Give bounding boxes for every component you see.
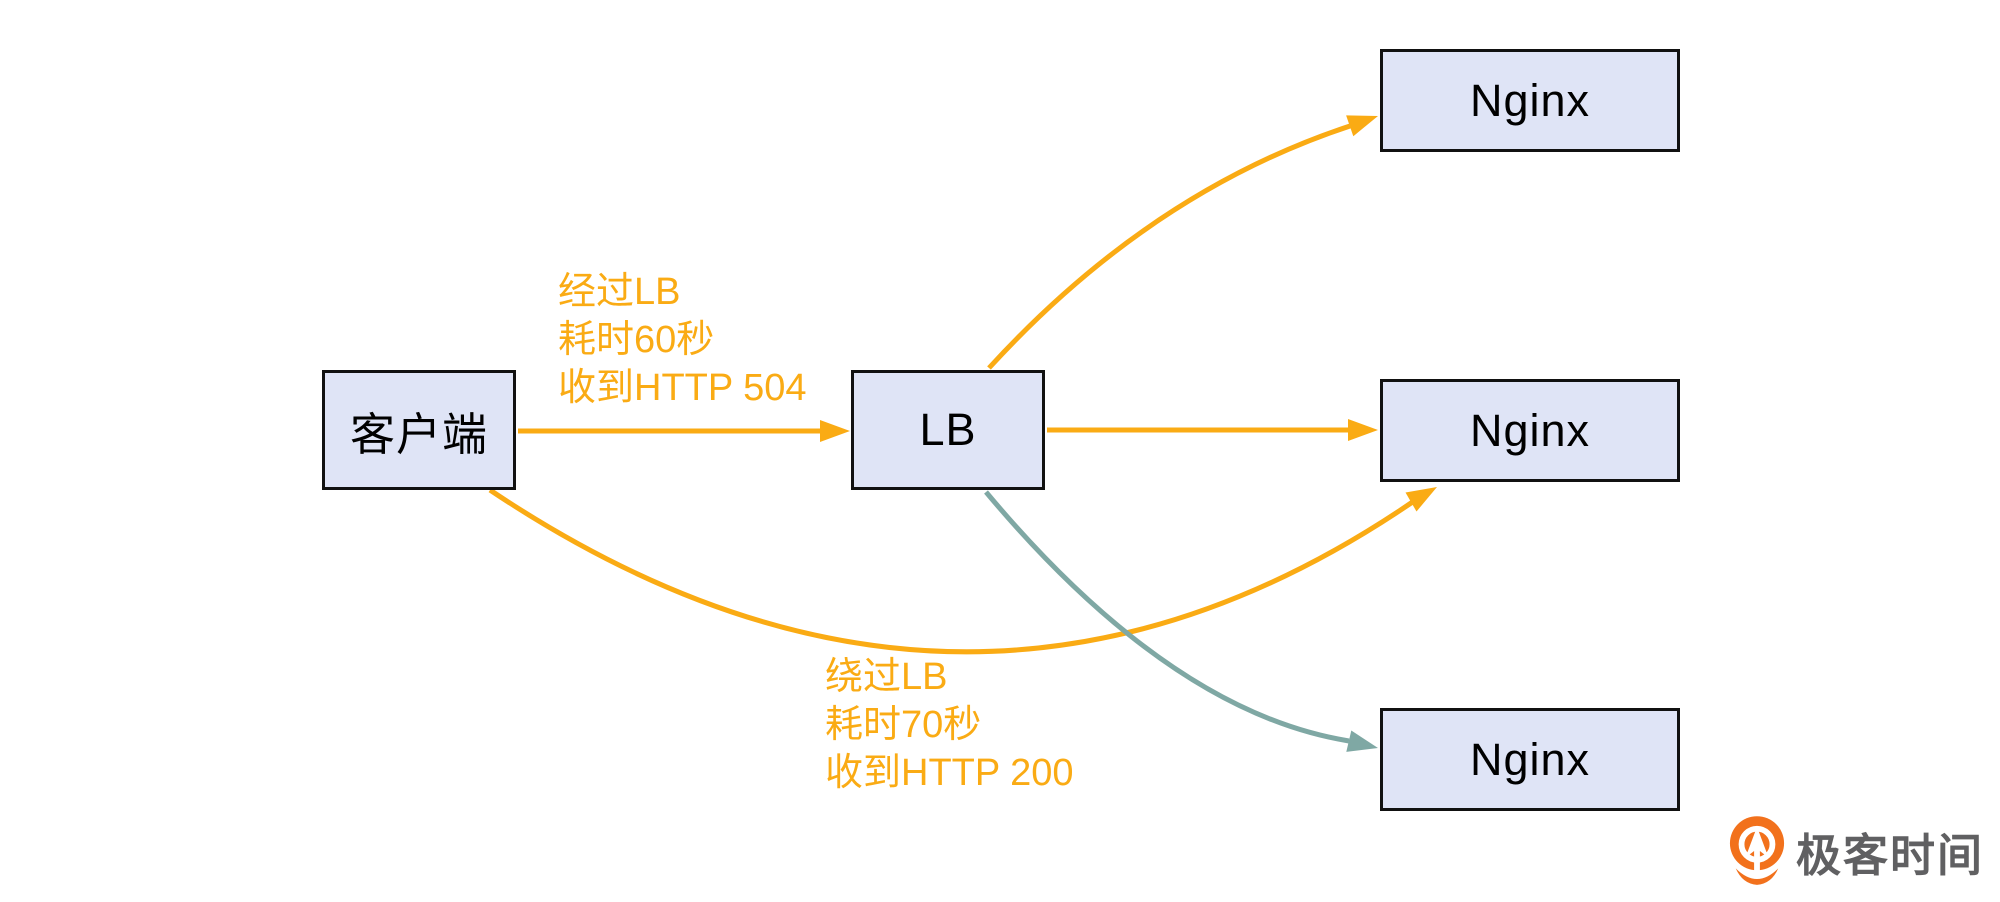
arrowhead-lb-to-nginx-bottom xyxy=(1346,730,1378,752)
edge-lb-to-nginx-top xyxy=(987,123,1351,370)
logo-arrow xyxy=(1745,826,1769,877)
edge-label-bypass-lb-line3: 收到HTTP 200 xyxy=(825,752,1074,794)
edge-label-bypass-lb: 绕过LB 耗时70秒 收到HTTP 200 xyxy=(825,653,1074,797)
edge-lb-to-nginx-bottom xyxy=(984,490,1350,744)
geektime-logo-text: 极客时间 xyxy=(1796,829,1985,881)
geektime-logo: 极客时间 xyxy=(1728,814,1984,888)
edge-label-via-lb-line1: 经过LB xyxy=(558,271,681,313)
edge-label-bypass-lb-line1: 绕过LB xyxy=(825,656,948,698)
logo-crescent xyxy=(1735,868,1779,885)
geektime-logo-icon xyxy=(1729,816,1785,885)
arrowhead-client-bypass-to-nginx-middle xyxy=(1405,487,1437,512)
edge-label-via-lb: 经过LB 耗时60秒 收到HTTP 504 xyxy=(558,268,807,412)
arrowhead-client-to-lb xyxy=(820,420,850,442)
node-client: 客户端 xyxy=(322,370,516,490)
arrowhead-lb-to-nginx-middle xyxy=(1348,419,1378,441)
node-nginx-bottom-label: Nginx xyxy=(1469,733,1591,785)
node-nginx-top-label: Nginx xyxy=(1469,74,1591,126)
node-nginx-bottom: Nginx xyxy=(1380,708,1680,811)
node-client-label: 客户端 xyxy=(349,408,488,460)
edge-label-via-lb-line3: 收到HTTP 504 xyxy=(558,367,807,409)
arrowhead-lb-to-nginx-top xyxy=(1346,115,1378,137)
node-load-balancer: LB xyxy=(851,370,1045,490)
node-nginx-middle: Nginx xyxy=(1380,379,1680,482)
node-lb-label: LB xyxy=(919,404,977,455)
edge-label-via-lb-line2: 耗时60秒 xyxy=(558,319,715,361)
node-nginx-middle-label: Nginx xyxy=(1469,404,1591,456)
node-nginx-top: Nginx xyxy=(1380,49,1680,152)
edge-label-bypass-lb-line2: 耗时70秒 xyxy=(825,704,982,746)
edge-client-bypass-to-nginx-middle xyxy=(488,487,1416,655)
